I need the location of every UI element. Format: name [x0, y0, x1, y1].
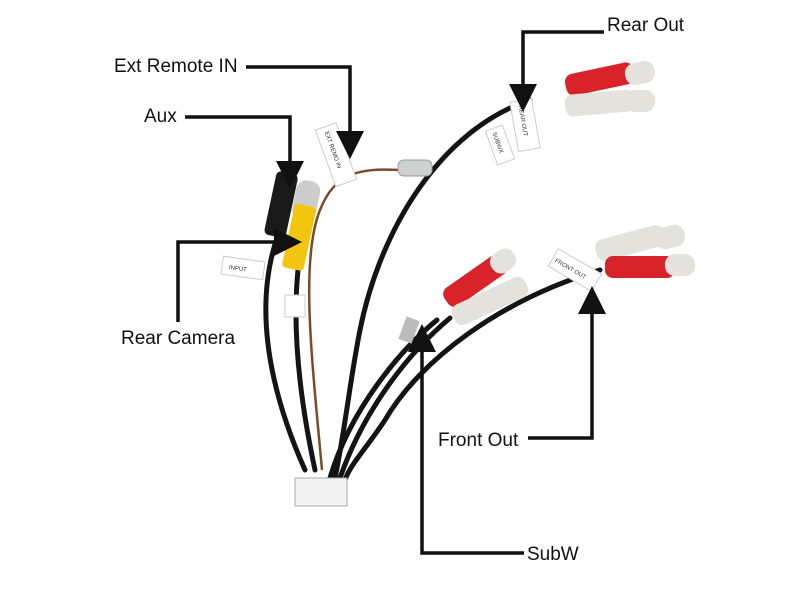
cables [263, 97, 603, 483]
subw-rca [443, 248, 529, 326]
rear-out-rca [564, 60, 656, 117]
callout-ext-remote-in: Ext Remote IN [114, 56, 238, 77]
arrow-rear-out [509, 30, 604, 112]
callout-arrows [176, 30, 606, 555]
tag-text: REAR OUT [517, 105, 528, 137]
remote-wire [307, 168, 401, 471]
arrow-rear-camera [176, 228, 302, 322]
aux-cable [263, 232, 308, 473]
tag-camera [284, 294, 306, 318]
front-out-cable [342, 267, 603, 483]
tag-input: INPUT [220, 255, 266, 281]
arrow-subw [408, 324, 524, 555]
callout-rear-out: Rear Out [607, 15, 685, 36]
arrow-front-out [528, 286, 606, 440]
tag-subwx: SUBWX [484, 124, 516, 166]
remote-terminal [397, 159, 433, 177]
tag-rear-out: REAR OUT [509, 97, 541, 153]
rear-out-cable [332, 97, 533, 481]
callout-rear-camera: Rear Camera [121, 328, 236, 349]
arrow-ext-remote-in [246, 65, 364, 159]
harness-connector [294, 477, 348, 507]
callout-subw: SubW [527, 544, 579, 565]
camera-cable [293, 267, 318, 473]
front-out-rca [595, 224, 695, 278]
arrow-aux [185, 115, 304, 189]
callout-aux: Aux [144, 106, 177, 127]
callout-front-out: Front Out [438, 430, 519, 451]
tag-text: INPUT [228, 265, 247, 273]
